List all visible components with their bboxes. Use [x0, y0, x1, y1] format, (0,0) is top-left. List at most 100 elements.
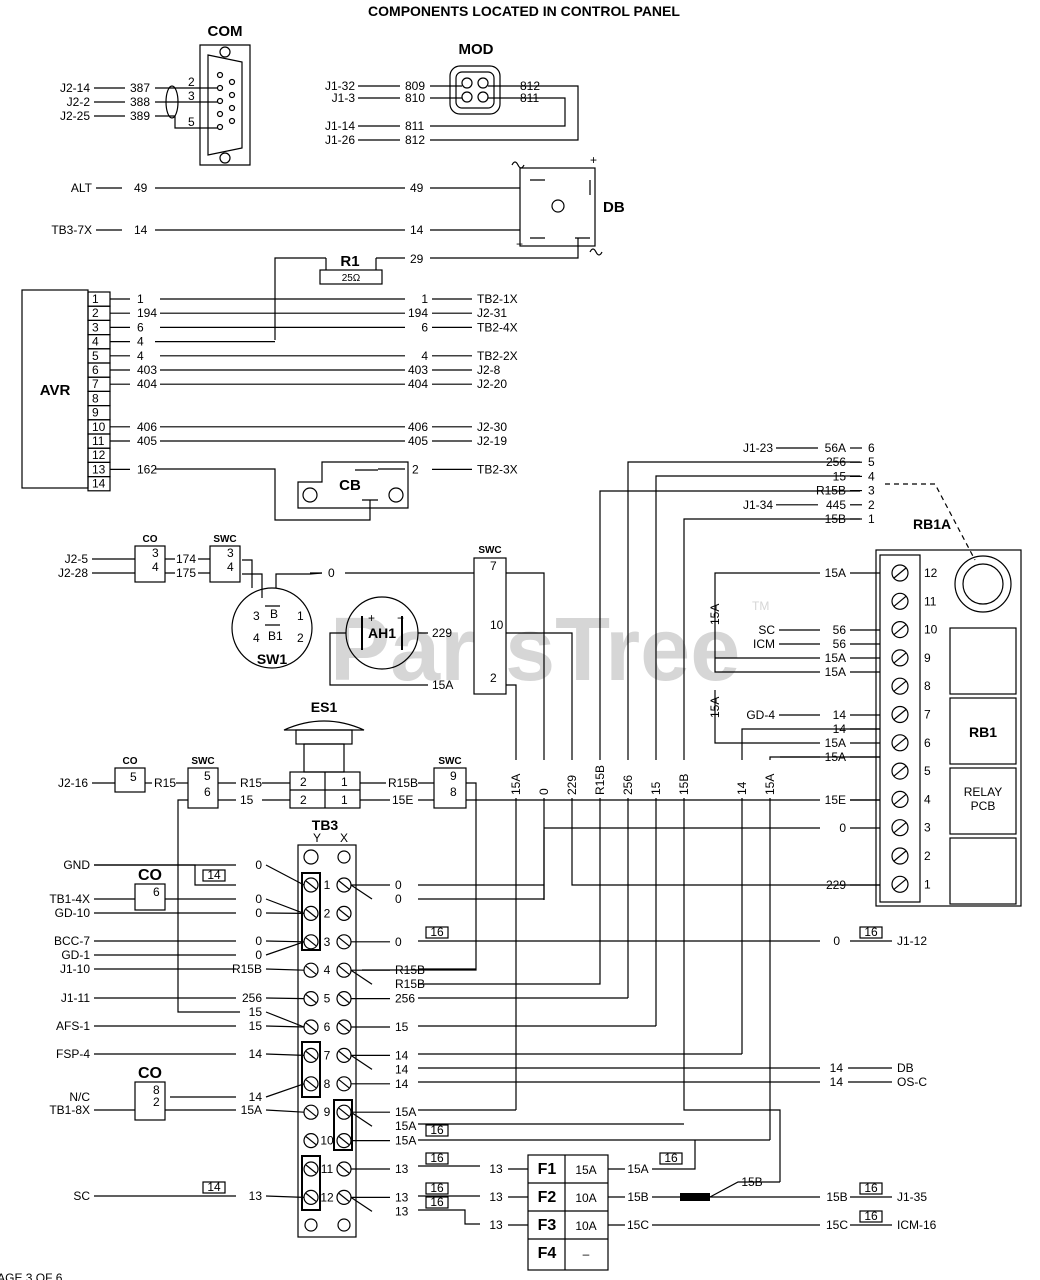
tb3-hole-top — [337, 850, 351, 864]
tb3-screw-slot — [338, 1107, 350, 1117]
svg-text:5: 5 — [130, 770, 137, 784]
tb3-screw — [336, 905, 352, 922]
rb1a-screw-slot — [893, 822, 907, 834]
tb3-right-wire: 15A — [395, 1105, 416, 1119]
svg-text:812: 812 — [520, 79, 540, 93]
rb1a-plug-pin: 4 — [868, 469, 875, 483]
com-wires: J2-14 J2-2 J2-25 387 388 389 2 3 5 — [60, 75, 218, 129]
tb3-left-wire: 14 — [249, 1090, 263, 1104]
rb1a-screw — [891, 564, 909, 582]
rb1a-screw — [891, 847, 909, 865]
page-ref-16-text: 16 — [430, 1181, 444, 1195]
avr-wire-dest: TB2-4X — [477, 320, 518, 334]
rb1a-wire-label: 56 — [833, 623, 847, 637]
avr-wire-left: 162 — [137, 462, 157, 476]
right-dest-wire: 14 — [830, 1061, 844, 1075]
rb1a-plug-pin: 1 — [868, 512, 875, 526]
fuse-in-wire: 13 — [489, 1218, 503, 1232]
bus-label: 15A — [763, 774, 777, 795]
svg-text:25Ω: 25Ω — [342, 273, 361, 284]
svg-text:4: 4 — [152, 560, 159, 574]
fuse-wire — [608, 1140, 696, 1170]
svg-text:2: 2 — [300, 775, 307, 789]
rb1a-terminal-number: 10 — [924, 623, 938, 637]
fuse-out-wire: 15B — [627, 1190, 648, 1204]
tb3-left-src: AFS-1 — [56, 1019, 90, 1033]
tb3-left-src: BCC-7 — [54, 934, 90, 948]
tb3-screw-slot — [305, 937, 317, 947]
tb3-hole-bottom — [337, 1218, 351, 1232]
right-dest: OS-C — [897, 1075, 927, 1089]
db-bridge: + − — [511, 153, 603, 256]
tb3-left-src: TB1-4X — [49, 892, 90, 906]
tb3-left-wire: 0 — [255, 906, 262, 920]
svg-text:RELAY: RELAY — [964, 785, 1002, 799]
tb3-terminal-number: 5 — [324, 992, 331, 1006]
tb3-terminal-number: 12 — [320, 1190, 334, 1204]
tb3-screw-slot — [305, 1050, 317, 1060]
inline-connector — [680, 1193, 710, 1201]
es1-switch: 2 1 2 1 — [283, 720, 365, 809]
tb3-right-wire: 0 — [395, 892, 402, 906]
tb3-wire — [265, 968, 305, 971]
avr-pin-number: 12 — [92, 448, 106, 462]
co-pin: 6 — [153, 885, 160, 899]
com-wire-1: 387 — [130, 81, 150, 95]
mod-label: MOD — [459, 41, 494, 58]
rb1a-terminal-number: 7 — [924, 708, 931, 722]
page-ref-16 — [659, 1152, 683, 1165]
com-pins — [216, 71, 236, 131]
avr-wire-right: 404 — [408, 377, 428, 391]
right-dest-wire: 14 — [830, 1075, 844, 1089]
rb1a-screw-slot — [893, 567, 907, 579]
svg-text:4: 4 — [253, 631, 260, 645]
avr-pin-number: 5 — [92, 349, 99, 363]
avr-wire-left: 6 — [137, 320, 144, 334]
tb3-screw-slot — [338, 1050, 350, 1060]
rb1a-plug-wire: 445 — [826, 498, 846, 512]
r1-label: R1 — [340, 253, 359, 270]
com-wire-3: 389 — [130, 109, 150, 123]
cb-label: CB — [339, 477, 361, 494]
avr-wire-dest: TB2-1X — [477, 292, 518, 306]
svg-text:0: 0 — [328, 566, 335, 580]
co-box-8-2 — [134, 1081, 166, 1121]
sw1-switch: SW1 3 B 1 4 B1 2 — [231, 559, 323, 669]
svg-text:−: − — [397, 611, 404, 625]
rb1a-screw-slot — [893, 680, 907, 692]
watermark: PartsTree — [330, 600, 740, 700]
tb3-right-wire: R15B — [395, 963, 425, 977]
tb3-left-src: J1-11 — [61, 991, 90, 1005]
tb3-screw-slot — [338, 937, 350, 947]
right-dest: J1-12 — [897, 934, 927, 948]
tb3-screw — [303, 1132, 319, 1149]
svg-text:R15B: R15B — [388, 776, 418, 790]
page-ref-16 — [425, 1196, 449, 1209]
avr-wire-right: 406 — [408, 420, 428, 434]
rb1a-wire-label: 15E — [825, 793, 846, 807]
tb3-screw-slot — [305, 1107, 317, 1117]
rb1a-vertical-label: 15A — [708, 604, 722, 625]
tb3-right-wire: R15B — [395, 977, 425, 991]
rb1a-label: RB1A — [913, 516, 951, 532]
tb3-screw-slot — [305, 965, 317, 975]
svg-text:−: − — [516, 237, 523, 251]
svg-text:J2-5: J2-5 — [65, 552, 89, 566]
avr-wire-left: 4 — [137, 349, 144, 363]
rb1a-screw — [891, 819, 909, 837]
tb3-right-wire: 256 — [395, 992, 415, 1006]
rb1a-plug-wire: 56A — [825, 441, 846, 455]
tb3-left-src: GND — [63, 858, 90, 872]
swc-right: SWC 7 10 2 0 229 15A — [310, 545, 507, 695]
tb3-left-wire: 15 — [249, 1005, 263, 1019]
svg-text:SWC: SWC — [191, 756, 214, 767]
tb3-screw-slot — [338, 994, 350, 1004]
svg-text:J2-16: J2-16 — [58, 776, 88, 790]
svg-text:809: 809 — [405, 79, 425, 93]
bus-label: 15A — [509, 774, 523, 795]
avr-wire-right: 403 — [408, 363, 428, 377]
avr-pin-number: 11 — [92, 434, 105, 448]
ah1-horn: + − AH1 — [329, 596, 428, 686]
tb3-left-wire: 0 — [255, 934, 262, 948]
